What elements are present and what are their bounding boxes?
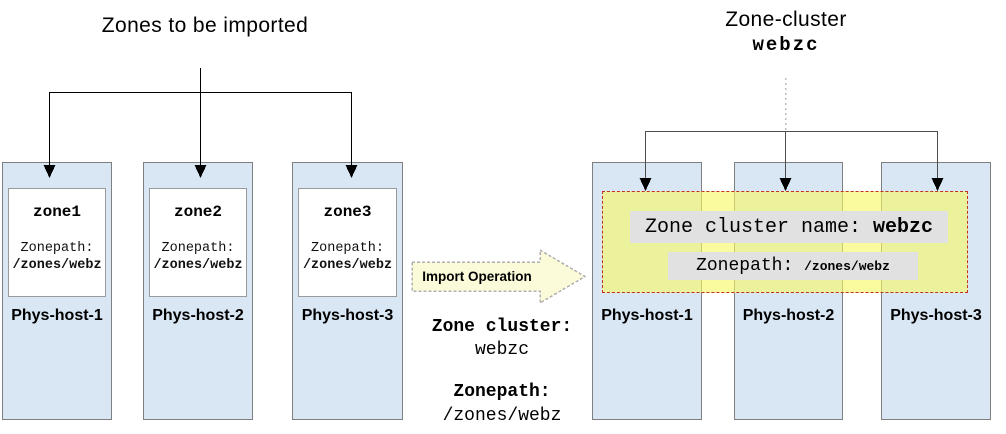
zone-name: zone2 (173, 203, 222, 221)
zone-box-1: zone1 Zonepath: /zones/webz (8, 188, 106, 297)
host-label: Phys-host-2 (742, 307, 835, 324)
zone-path: Zonepath: /zones/webz (299, 240, 396, 274)
cluster-name-label: Zone cluster name: (644, 215, 874, 239)
right-title: Zone-cluster (725, 8, 847, 31)
zone-name: zone1 (32, 203, 81, 221)
mid-zonepath-value: /zones/webz (442, 406, 562, 426)
cluster-zonepath-box: Zonepath: /zones/webz (668, 252, 918, 280)
zonepath-value: /zones/webz (12, 258, 102, 273)
left-host-box-2: zone2 Zonepath: /zones/webz Phys-host-2 (143, 162, 253, 420)
import-operation-label: Import Operation (422, 269, 532, 284)
host-label: Phys-host-1 (601, 307, 693, 324)
host-label: Phys-host-3 (890, 307, 982, 324)
cluster-zonepath-label: Zonepath: (696, 256, 805, 276)
left-title: Zones to be imported (101, 14, 309, 37)
zone-path: Zonepath: /zones/webz (150, 240, 246, 274)
mid-zonepath-label: Zonepath: (453, 382, 551, 402)
zone-name: zone3 (323, 203, 372, 221)
zonepath-label: Zonepath: (311, 241, 384, 256)
zone-box-2: zone2 Zonepath: /zones/webz (149, 188, 247, 297)
zonepath-value: /zones/webz (302, 258, 393, 273)
left-connector (49, 68, 352, 166)
cluster-zonepath-value: /zones/webz (804, 258, 890, 274)
right-cluster-name: webzc (752, 34, 820, 56)
host-label: Phys-host-1 (11, 307, 103, 324)
zonepath-label: Zonepath: (161, 241, 235, 256)
left-host-box-1: zone1 Zonepath: /zones/webz Phys-host-1 (2, 162, 112, 420)
host-label: Phys-host-2 (152, 307, 244, 324)
cluster-name-value: webzc (873, 215, 934, 239)
zonepath-value: /zones/webz (153, 258, 243, 273)
left-host-box-3: zone3 Zonepath: /zones/webz Phys-host-3 (292, 162, 403, 420)
cluster-name-box: Zone cluster name: webzc (630, 211, 948, 243)
mid-cluster-label: Zone cluster: (431, 317, 573, 337)
zonepath-label: Zonepath: (20, 241, 94, 256)
mid-cluster-value: webzc (474, 340, 529, 360)
zone-box-3: zone3 Zonepath: /zones/webz (298, 188, 397, 297)
host-label: Phys-host-3 (301, 307, 394, 324)
zone-path: Zonepath: /zones/webz (9, 240, 105, 274)
